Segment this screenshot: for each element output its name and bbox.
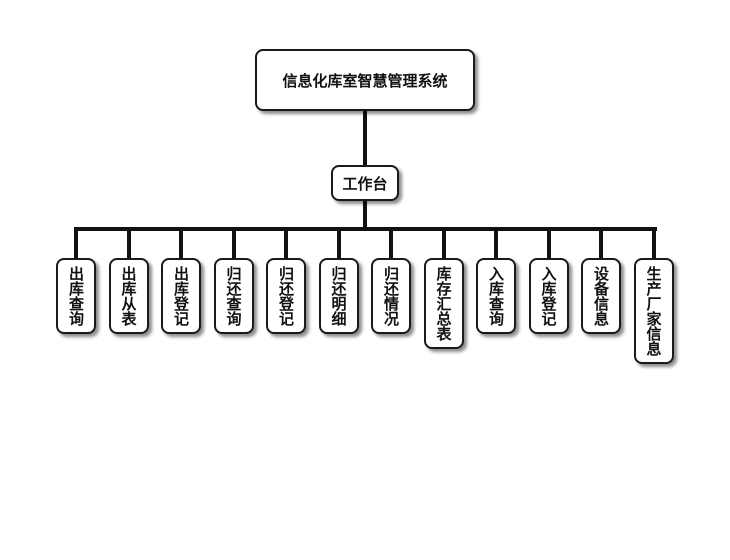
module-node: 生产厂家信息: [633, 258, 674, 364]
module-node: 归还登记: [266, 258, 306, 334]
module-connector: [74, 228, 78, 260]
hub-connector: [363, 201, 367, 229]
module-node: 出库查询: [56, 258, 96, 334]
module-connector: [546, 228, 551, 260]
module-connector: [231, 228, 236, 260]
module-connector: [389, 228, 393, 260]
module-node: 库存汇总表: [423, 258, 464, 349]
module-connector: [651, 228, 656, 260]
module-connector: [441, 228, 446, 260]
module-connector: [126, 228, 131, 260]
module-node: 出库从表: [108, 258, 149, 334]
module-node: 入库登记: [528, 258, 569, 334]
module-node: 归还情况: [371, 258, 411, 334]
root-connector: [363, 111, 367, 167]
module-node: 归还明细: [318, 258, 359, 334]
module-connector: [336, 228, 341, 260]
module-node: 设备信息: [581, 258, 621, 334]
module-connector: [494, 228, 498, 260]
root-node: 信息化库室智慧管理系统: [255, 49, 475, 111]
module-connector: [599, 228, 603, 260]
module-connector: [179, 228, 183, 260]
module-connector: [284, 228, 288, 260]
module-node: 出库登记: [161, 258, 201, 334]
hub-node: 工作台: [331, 165, 399, 201]
module-node: 入库查询: [476, 258, 516, 334]
module-node: 归还查询: [213, 258, 254, 334]
horizontal-bus: [74, 227, 657, 231]
